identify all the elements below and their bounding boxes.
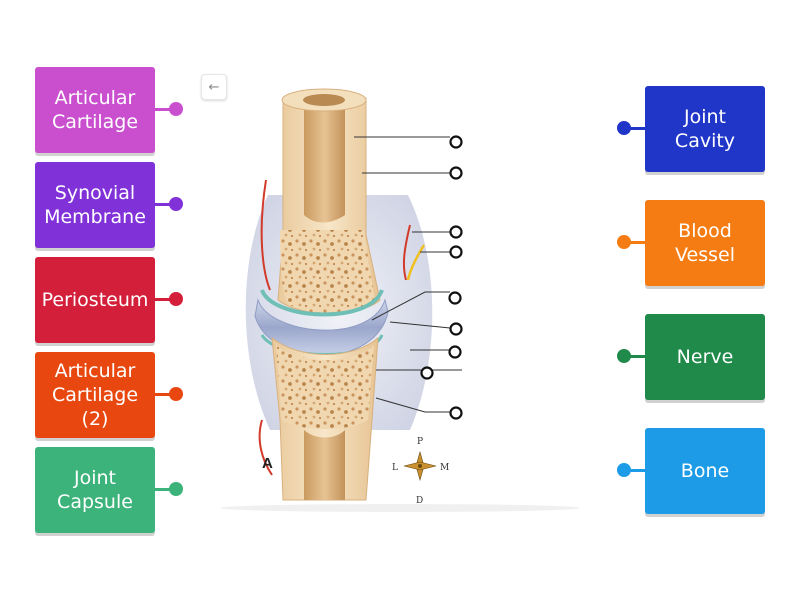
- label-connector: [625, 355, 645, 358]
- compass-center: [418, 464, 422, 468]
- label-articular-cartilage-2[interactable]: Articular Cartilage (2): [35, 352, 155, 438]
- drop-target-3[interactable]: [449, 225, 463, 239]
- label-pin-dot: [617, 235, 631, 249]
- label-text: Periosteum: [41, 289, 149, 311]
- blood-vessel-right: [402, 224, 411, 281]
- label-connector: [625, 127, 645, 130]
- diagram-shadow: [220, 504, 580, 512]
- compass-label-top: P: [417, 437, 423, 447]
- label-pin-dot: [169, 387, 183, 401]
- drop-target-5[interactable]: [448, 291, 462, 305]
- label-periosteum[interactable]: Periosteum: [35, 257, 155, 343]
- label-text: Blood Vessel: [675, 220, 735, 266]
- label-text: Articular Cartilage: [51, 87, 139, 133]
- label-pin-dot: [617, 121, 631, 135]
- bone-top-hole: [303, 94, 345, 106]
- label-nerve[interactable]: Nerve: [645, 314, 765, 400]
- drop-target-9[interactable]: [449, 406, 463, 420]
- label-pin-dot: [169, 102, 183, 116]
- upper-spongy-bone: [280, 230, 375, 315]
- label-text: Synovial Membrane: [44, 182, 146, 228]
- label-pin-dot: [169, 197, 183, 211]
- label-text: Joint Cavity: [674, 106, 736, 152]
- label-pin-dot: [617, 349, 631, 363]
- blood-vessel-lower: [258, 419, 273, 476]
- drop-target-7[interactable]: [448, 345, 462, 359]
- label-connector: [625, 241, 645, 244]
- compass-label-bottom: D: [416, 496, 423, 506]
- drop-target-8[interactable]: [420, 366, 434, 380]
- label-bone[interactable]: Bone: [645, 428, 765, 514]
- label-synovial-membrane[interactable]: Synovial Membrane: [35, 162, 155, 248]
- nerve-shape: [406, 244, 426, 281]
- label-articular-cartilage[interactable]: Articular Cartilage: [35, 67, 155, 153]
- label-connector: [155, 393, 175, 396]
- label-connector: [155, 203, 175, 206]
- back-button[interactable]: ←: [201, 74, 227, 100]
- label-connector: [155, 298, 175, 301]
- blood-vessel-left: [260, 179, 271, 291]
- label-blood-vessel[interactable]: Blood Vessel: [645, 200, 765, 286]
- label-pin-dot: [169, 292, 183, 306]
- leader-lines: [354, 136, 462, 413]
- label-text: Articular Cartilage (2): [51, 360, 139, 430]
- lower-spongy-bone: [276, 345, 374, 429]
- label-connector: [155, 488, 175, 491]
- compass-label-right: M: [440, 463, 449, 473]
- label-connector: [155, 108, 175, 111]
- drop-target-4[interactable]: [449, 245, 463, 259]
- label-text: Nerve: [676, 346, 734, 368]
- label-connector: [625, 469, 645, 472]
- label-pin-dot: [617, 463, 631, 477]
- drop-target-1[interactable]: [449, 135, 463, 149]
- drop-target-6[interactable]: [449, 322, 463, 336]
- label-text: Joint Capsule: [57, 467, 133, 513]
- figure-letter: A: [262, 455, 273, 472]
- label-text: Bone: [680, 460, 730, 482]
- marrow-cavity: [304, 100, 345, 223]
- compass-label-left: L: [392, 463, 398, 473]
- compass-rose: P L M D: [392, 437, 449, 506]
- label-joint-capsule[interactable]: Joint Capsule: [35, 447, 155, 533]
- label-pin-dot: [169, 482, 183, 496]
- arrow-left-icon: ←: [208, 79, 220, 95]
- label-joint-cavity[interactable]: Joint Cavity: [645, 86, 765, 172]
- lower-marrow: [304, 430, 345, 500]
- articular-cartilage-upper: [260, 289, 384, 317]
- drop-target-2[interactable]: [449, 166, 463, 180]
